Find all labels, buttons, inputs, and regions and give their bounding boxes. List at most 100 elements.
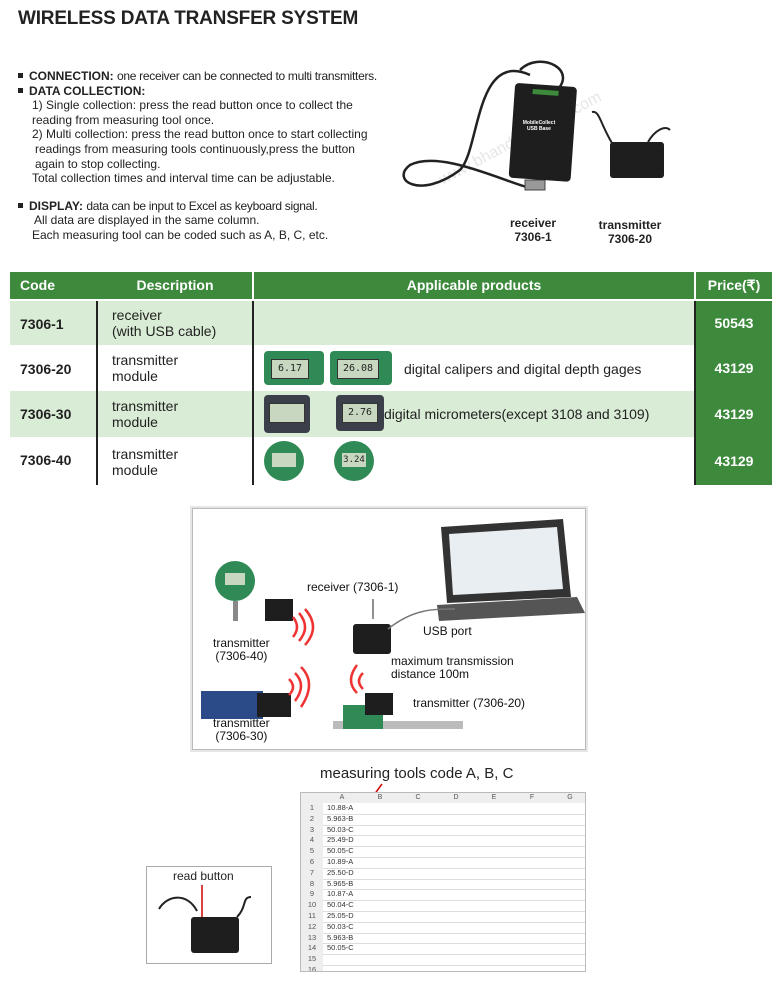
header-code: Code bbox=[10, 272, 106, 299]
column-divider bbox=[252, 301, 254, 485]
receiver-device-label: MobileCollect USB Base bbox=[517, 120, 561, 132]
display-line-2: All data are displayed in the same colum… bbox=[34, 213, 260, 228]
sheet-cell: 10.89-A bbox=[327, 857, 354, 866]
row-products: digital calipers and digital depth gages bbox=[404, 361, 642, 377]
sheet-cell: 50.05-C bbox=[327, 846, 354, 856]
label-transmitter-40: transmitter(7306-40) bbox=[213, 637, 270, 663]
sheet-row-number: 16 bbox=[301, 965, 323, 971]
reading: 3.24 bbox=[342, 453, 366, 467]
sheet-caption: measuring tools code A, B, C bbox=[320, 765, 514, 782]
sheet-row-number: 6 bbox=[301, 857, 323, 868]
data-line: 1) Single collection: press the read but… bbox=[32, 98, 353, 113]
receiver-label-line: MobileCollect bbox=[522, 120, 556, 126]
connection-label: CONNECTION: bbox=[29, 69, 114, 83]
desc-line: transmitter bbox=[112, 398, 179, 414]
display-line: DISPLAY: data can be input to Excel as k… bbox=[18, 199, 418, 214]
sheet-row-number: 14 bbox=[301, 943, 323, 955]
label-receiver: receiver (7306-1) bbox=[307, 580, 399, 594]
sheet-cell: 50.04-C bbox=[327, 900, 354, 910]
sheet-row: 5 50.05-C bbox=[301, 846, 585, 858]
sheet-row-number: 10 bbox=[301, 900, 323, 911]
sheet-row-number: 11 bbox=[301, 911, 323, 922]
sheet-row-number: 4 bbox=[301, 835, 323, 847]
sheet-row-number: 8 bbox=[301, 878, 323, 890]
connection-text: one receiver can be connected to multi t… bbox=[117, 69, 377, 83]
sheet-cell: 25.49-D bbox=[327, 835, 354, 845]
receiver-transmitter-photo bbox=[402, 60, 671, 191]
system-diagram: receiver (7306-1) USB port transmitter(7… bbox=[192, 508, 586, 750]
sheet-row-number: 2 bbox=[301, 813, 323, 825]
transmitter-caption: transmitter 7306-20 bbox=[590, 218, 670, 246]
sheet-row-number: 12 bbox=[301, 921, 323, 933]
label-line: distance 100m bbox=[391, 667, 470, 681]
sheet-column-header: E bbox=[475, 793, 513, 803]
sheet-row: 10 50.04-C bbox=[301, 900, 585, 912]
label-line: (7306-40) bbox=[215, 649, 268, 663]
sheet-row-number: 7 bbox=[301, 867, 323, 879]
desc-line: module bbox=[112, 368, 158, 384]
micrometer-display-image: 2.76 bbox=[336, 395, 384, 431]
sheet-row: 6 10.89-A bbox=[301, 857, 585, 869]
label-line: transmitter bbox=[213, 636, 270, 650]
connection-line: CONNECTION: one receiver can be connecte… bbox=[18, 69, 418, 84]
page-title: WIRELESS DATA TRANSFER SYSTEM bbox=[18, 8, 359, 29]
read-button-photo: read button bbox=[146, 866, 272, 964]
reading: 6.17 bbox=[271, 359, 309, 379]
label-line: maximum transmission bbox=[391, 654, 514, 668]
row-price: 43129 bbox=[696, 345, 772, 391]
row-price: 50543 bbox=[696, 301, 772, 345]
sheet-cell: 10.87-A bbox=[327, 889, 354, 899]
header-description: Description bbox=[98, 272, 252, 299]
table-row: 7306-1 receiver(with USB cable) 50543 bbox=[10, 301, 772, 345]
display-line-3: Each measuring tool can be coded such as… bbox=[32, 227, 329, 242]
reading bbox=[272, 453, 296, 467]
receiver-label-line: USB Base bbox=[527, 126, 551, 132]
transmitter-illustration bbox=[158, 885, 252, 953]
data-line: 2) Multi collection: press the read butt… bbox=[32, 127, 368, 142]
features: CONNECTION: one receiver can be connecte… bbox=[18, 69, 418, 243]
sheet-row: 16 bbox=[301, 965, 585, 971]
label-transmitter-20: transmitter (7306-20) bbox=[413, 696, 526, 710]
product-table: Code Description Applicable products Pri… bbox=[10, 272, 772, 486]
receiver-caption: receiver 7306-1 bbox=[500, 216, 566, 244]
sheet-cell: 10.88-A bbox=[327, 803, 354, 812]
sheet-row-number: 5 bbox=[301, 846, 323, 857]
sheet-column-header: C bbox=[399, 793, 437, 803]
row-price: 43129 bbox=[696, 437, 772, 485]
row-code: 7306-1 bbox=[20, 316, 64, 332]
sheet-column-header: B bbox=[361, 793, 399, 803]
bullet-icon bbox=[18, 87, 23, 93]
reading: 2.76 bbox=[342, 403, 378, 423]
sheet-cell: 5.963-B bbox=[327, 932, 354, 942]
data-collection-label: DATA COLLECTION: bbox=[29, 83, 146, 98]
sheet-column-header: A bbox=[323, 793, 361, 803]
micrometer-display-image bbox=[264, 395, 310, 433]
transmitter-caption-line: transmitter bbox=[598, 218, 662, 232]
desc-line: (with USB cable) bbox=[112, 323, 217, 339]
sheet-row-number: 9 bbox=[301, 889, 323, 901]
sheet-row: 4 25.49-D bbox=[301, 835, 585, 848]
header-products: Applicable products bbox=[254, 272, 694, 299]
sheet-column-header: F bbox=[513, 793, 551, 803]
label-line: transmitter bbox=[213, 716, 270, 730]
label-transmitter-30: transmitter(7306-30) bbox=[213, 717, 270, 743]
row-code: 7306-30 bbox=[20, 406, 72, 422]
receiver-caption-line: receiver bbox=[509, 216, 557, 230]
data-collection-line: DATA COLLECTION: bbox=[18, 84, 418, 99]
data-line: again to stop collecting. bbox=[35, 156, 161, 171]
sheet-cell: 25.50-D bbox=[327, 867, 354, 877]
read-button-label: read button bbox=[173, 869, 234, 883]
display-text: data can be input to Excel as keyboard s… bbox=[86, 198, 318, 213]
desc-line: transmitter bbox=[112, 446, 179, 462]
reading: 26.08 bbox=[337, 359, 379, 379]
sheet-column-header: D bbox=[437, 793, 475, 803]
data-line: reading from measuring tool once. bbox=[32, 112, 215, 127]
row-price: 43129 bbox=[696, 391, 772, 437]
sheet-corner bbox=[301, 793, 323, 803]
header-price: Price(₹) bbox=[696, 272, 772, 299]
